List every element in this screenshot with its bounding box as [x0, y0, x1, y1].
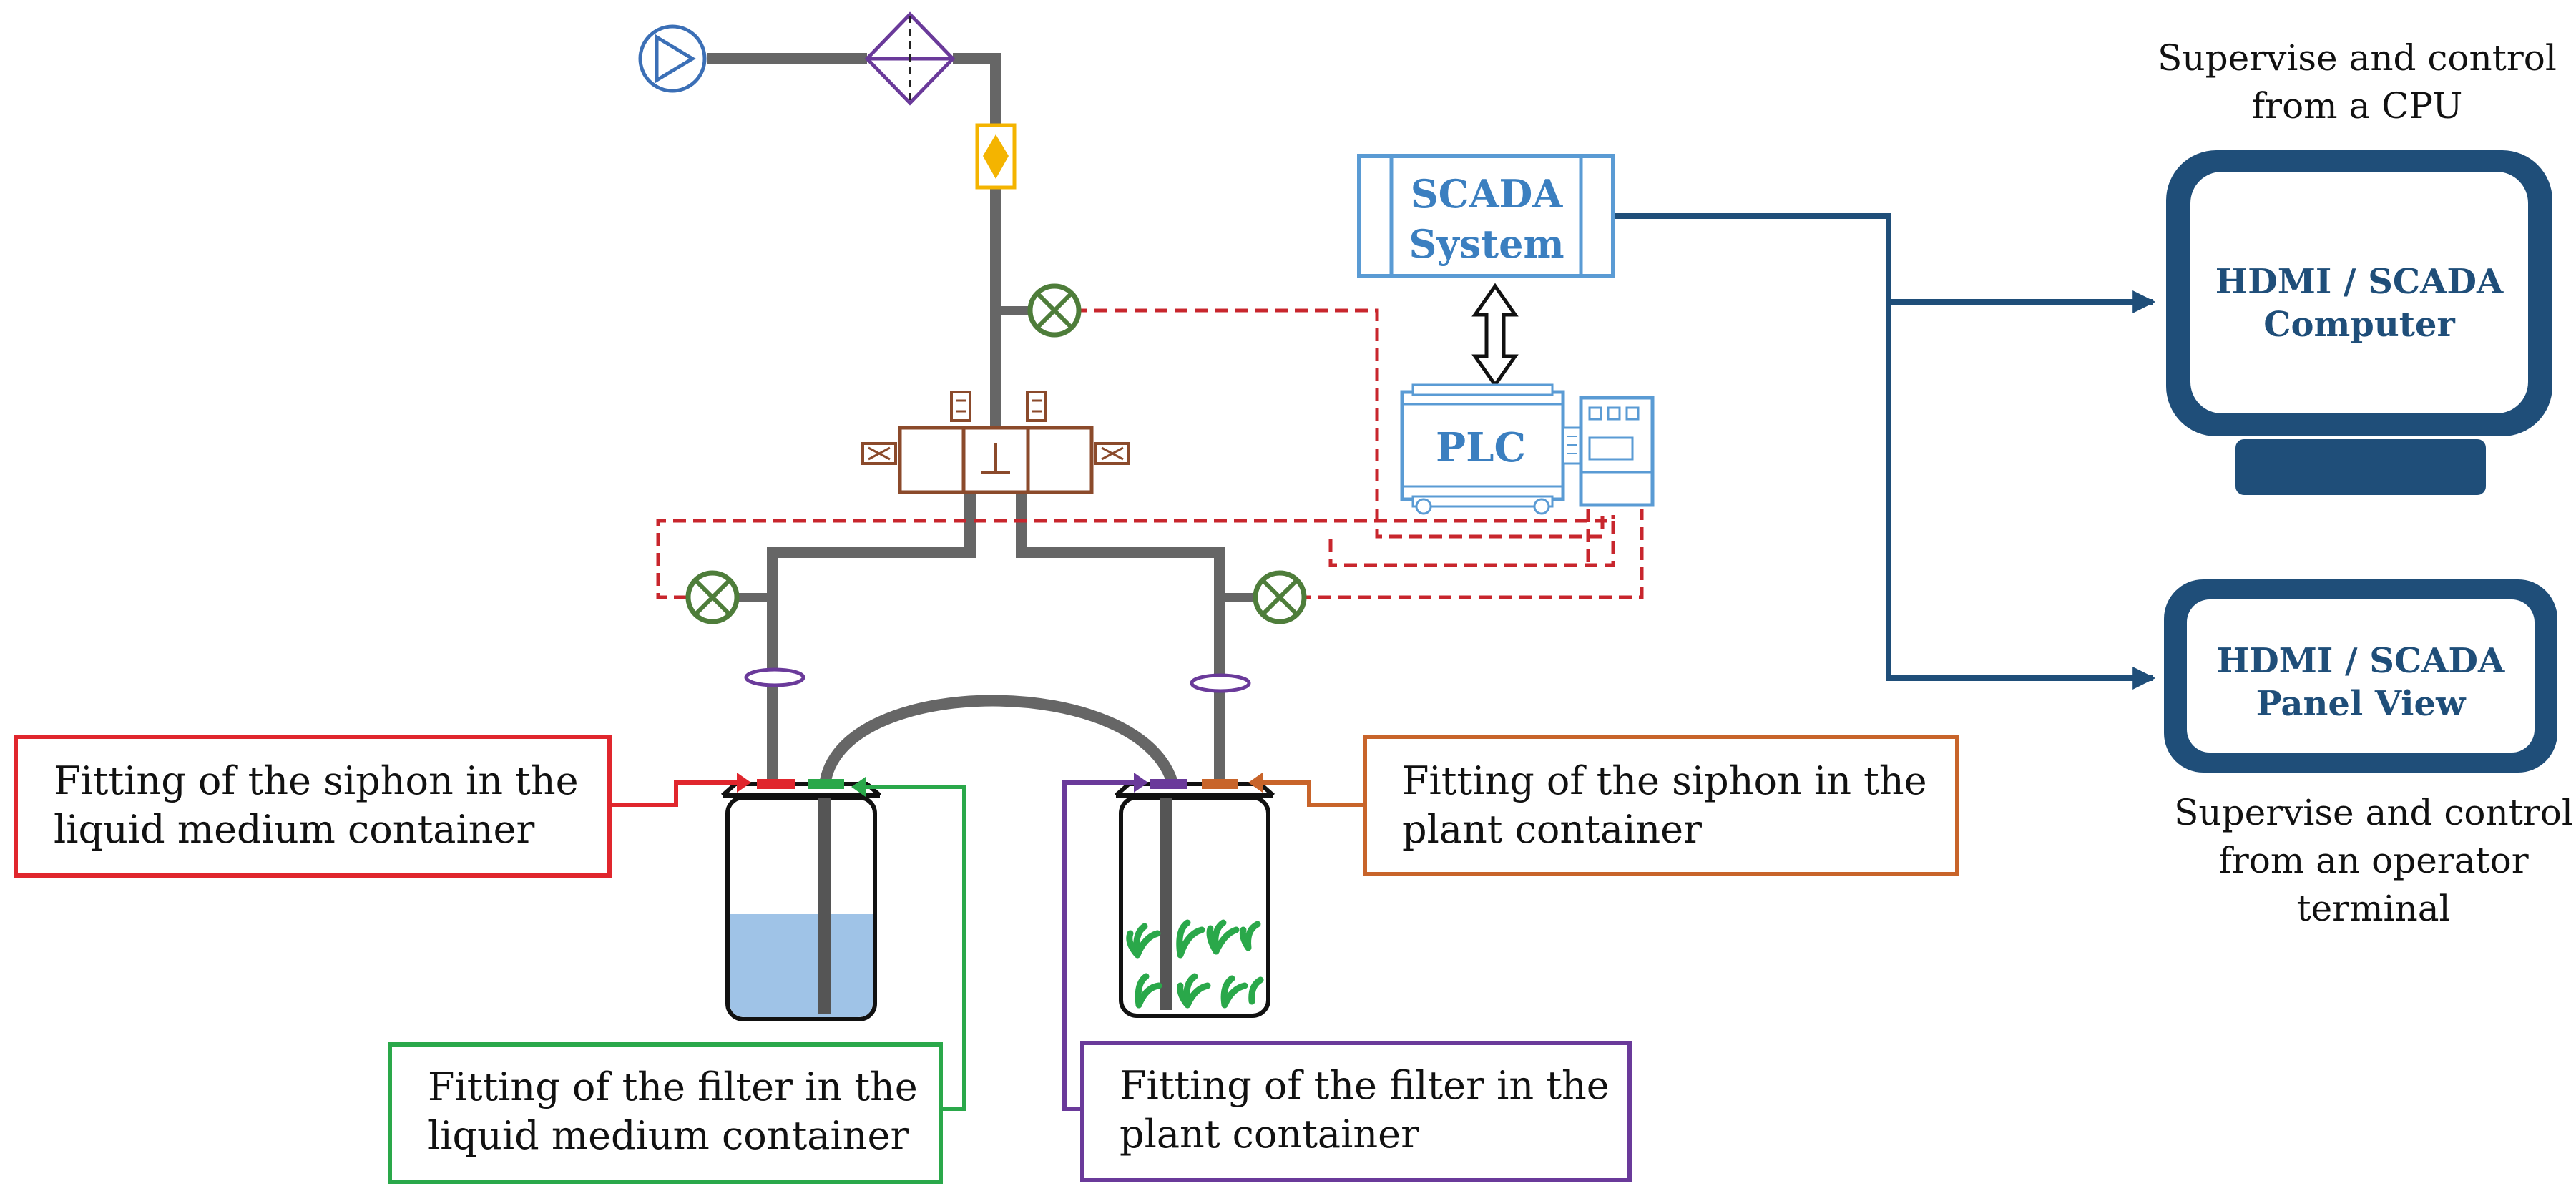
plc-label: PLC — [1436, 424, 1526, 471]
label-siphon-liquid-line1: Fitting of the siphon in the — [54, 758, 579, 803]
computer-caption-line1: Supervise and control — [2158, 37, 2557, 79]
pump-icon — [638, 24, 707, 93]
restriction-left-icon — [744, 667, 805, 687]
filter-icon — [864, 11, 956, 106]
label-filter-plant: Fitting of the filter in the plant conta… — [1062, 773, 1632, 1182]
label-filter-liquid: Fitting of the filter in the liquid medi… — [388, 777, 966, 1184]
panel-screen-line2: Panel View — [2256, 684, 2467, 724]
scada-line2: System — [1409, 221, 1564, 267]
label-siphon-liquid-line2: liquid medium container — [54, 807, 534, 852]
label-siphon-liquid: Fitting of the siphon in the liquid medi… — [14, 735, 751, 878]
flow-meter-icon — [975, 123, 1017, 190]
restriction-right-icon — [1190, 673, 1251, 693]
scada-system-box: SCADA System — [1357, 154, 1615, 278]
computer-icon: Supervise and control from a CPU HDMI / … — [2158, 37, 2557, 495]
panel-caption-line3: terminal — [2297, 888, 2451, 929]
control-lines — [656, 308, 1644, 599]
computer-caption-line2: from a CPU — [2252, 85, 2463, 127]
plants-icon — [1126, 919, 1264, 1009]
panel-screen-line1: HDMI / SCADA — [2217, 641, 2505, 681]
panel-caption-line2: from an operator — [2218, 840, 2528, 881]
valve-top-icon — [996, 283, 1082, 338]
panel-caption-line1: Supervise and control — [2174, 792, 2573, 833]
valve-right-icon — [1220, 570, 1307, 624]
label-filter-plant-line1: Fitting of the filter in the — [1120, 1063, 1610, 1108]
computer-screen-line1: HDMI / SCADA — [2215, 262, 2504, 302]
computer-screen-line2: Computer — [2263, 305, 2455, 345]
valve-left-icon — [685, 570, 773, 624]
plc-icon: PLC — [1400, 383, 1655, 515]
solenoid-valve-icon — [861, 391, 1130, 494]
panel-view-icon: HDMI / SCADA Panel View Supervise and co… — [2164, 579, 2573, 929]
label-siphon-plant-line2: plant container — [1402, 807, 1702, 852]
scada-plc-link-icon — [1471, 283, 1519, 388]
network-lines — [1615, 213, 2156, 690]
label-siphon-plant: Fitting of the siphon in the plant conta… — [1248, 735, 1959, 876]
label-siphon-plant-line1: Fitting of the siphon in the — [1402, 758, 1927, 803]
label-filter-plant-line2: plant container — [1120, 1112, 1419, 1157]
plant-container — [1115, 779, 1275, 1018]
label-filter-liquid-line1: Fitting of the filter in the — [428, 1064, 918, 1109]
liquid-medium-container — [721, 779, 881, 1021]
scada-line1: SCADA — [1411, 171, 1564, 217]
label-filter-liquid-line2: liquid medium container — [428, 1113, 909, 1158]
